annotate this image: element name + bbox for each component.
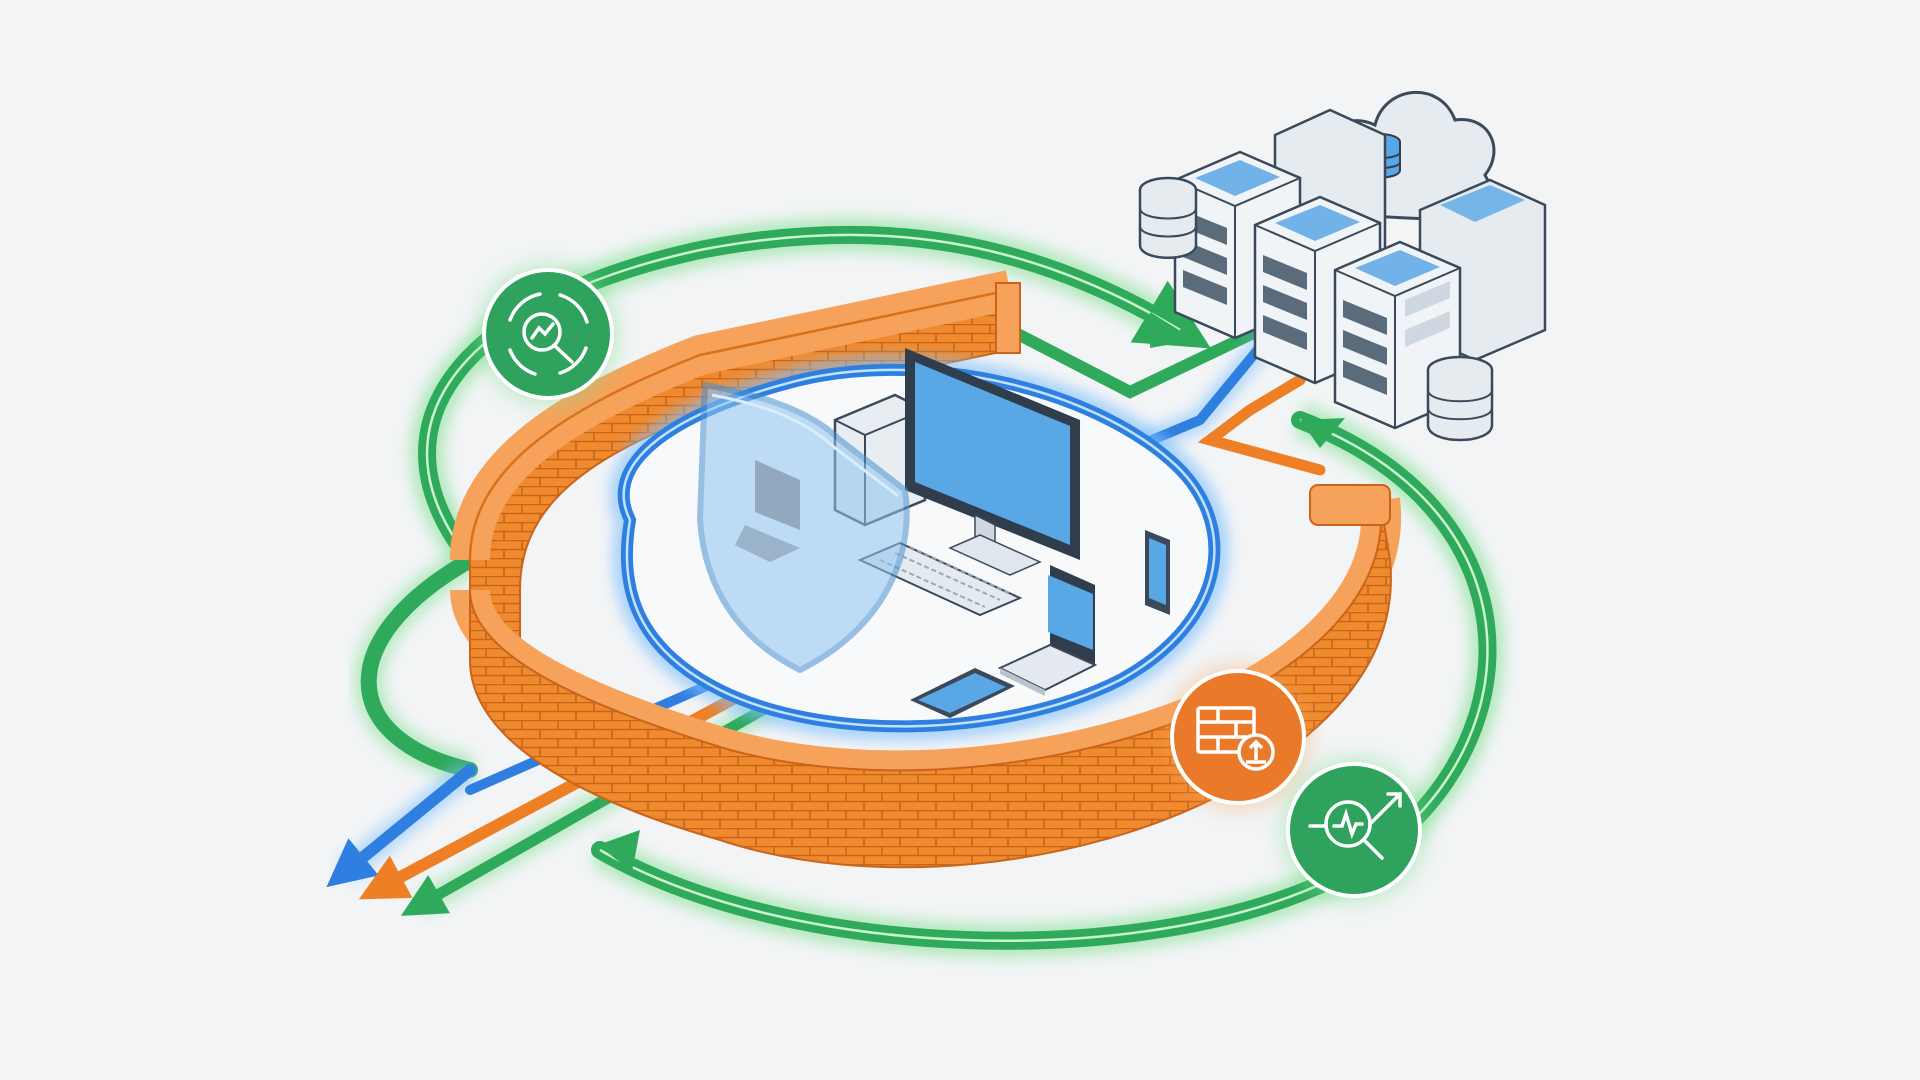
laptop <box>997 565 1098 696</box>
tablet <box>910 668 1015 718</box>
firewall-routing-icon <box>1196 706 1275 771</box>
green-connector-upper <box>1004 324 1266 399</box>
traffic-analysis-badge[interactable] <box>1282 758 1426 902</box>
security-shield-icon <box>697 382 910 673</box>
database-left <box>1138 176 1198 259</box>
green-flow-left-down <box>353 546 478 785</box>
database-right <box>1426 355 1494 442</box>
server-cluster <box>1138 91 1547 442</box>
monitoring-cycle-icon <box>508 292 589 376</box>
green-arrowhead-right <box>1300 418 1345 448</box>
green-arrowhead-bottom <box>598 830 640 872</box>
firewall-routing-badge[interactable] <box>1166 665 1310 809</box>
smartphone <box>1145 530 1170 615</box>
green-arrowhead-top <box>1150 312 1195 348</box>
monitoring-badge[interactable] <box>478 264 618 404</box>
desktop-monitor <box>905 348 1080 576</box>
traffic-analysis-icon <box>1308 792 1402 860</box>
green-flow-top-left <box>410 217 1211 571</box>
